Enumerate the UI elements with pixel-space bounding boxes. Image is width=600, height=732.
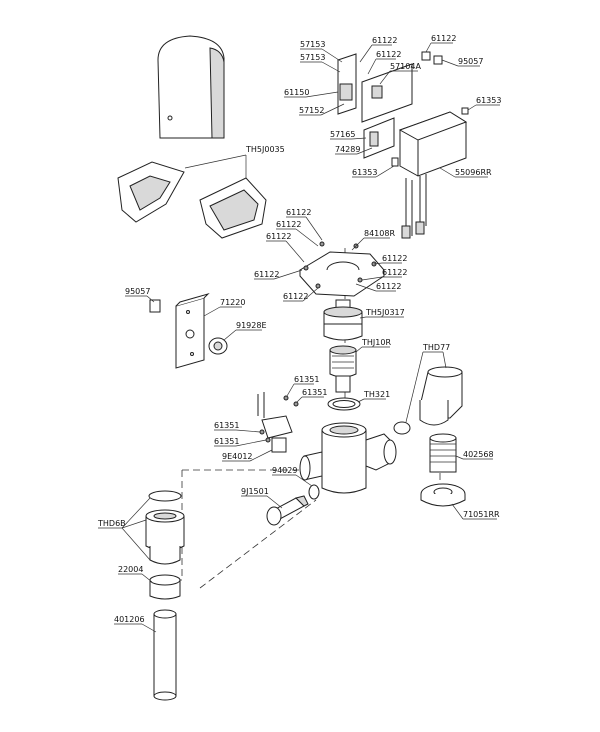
part-label: 61351	[302, 388, 327, 397]
cover-top	[157, 35, 225, 139]
part-label: 9E4012	[222, 452, 253, 461]
filter-9J1501: 9J1501	[241, 487, 309, 526]
part-label: 61122	[372, 36, 397, 45]
part-label: 91928E	[236, 321, 267, 330]
part-label: 61122	[283, 292, 308, 301]
labels-plate: 61122 61122 61122 84108R 61122 61122 611…	[254, 208, 407, 302]
part-label: 61122	[382, 254, 407, 263]
part-label: 61351	[214, 437, 239, 446]
labels-top-right: 57153 57153 61122 61122 61122 57104A 950…	[284, 34, 501, 178]
part-label: 61122	[266, 232, 291, 241]
labels-THD77: THD77	[405, 343, 450, 423]
part-label: 84108R	[364, 229, 395, 238]
part-label: 57104A	[390, 62, 421, 71]
part-label: 71220	[220, 298, 245, 307]
part-label: TH5J0035	[245, 145, 285, 154]
operator-THJ10R	[329, 345, 357, 393]
label-TH5J0035: TH5J0035	[184, 145, 285, 178]
part-label: TH321	[363, 390, 390, 399]
sensor-assembly	[257, 392, 299, 453]
part-label: 57153	[300, 40, 325, 49]
part-label: 401206	[114, 615, 145, 624]
mounting-plate	[299, 241, 385, 297]
part-label: 55096RR	[455, 168, 492, 177]
part-label: THD6B	[97, 519, 126, 528]
part-label: 22004	[118, 565, 143, 574]
labels-sensor: 61351 61351 61351 61351 9E4012	[214, 375, 327, 462]
tube-401206: 401206	[114, 609, 177, 701]
oring-94029: 94029	[272, 466, 320, 500]
part-label: 61353	[476, 96, 501, 105]
part-label: 9J1501	[241, 487, 269, 496]
labels-wall-plate: 95057 71220 91928E	[125, 287, 267, 341]
part-label: 61122	[254, 270, 279, 279]
cover-bottom	[117, 161, 267, 239]
flange-71051RR: 71051RR	[420, 483, 500, 520]
solenoid-TH5J0317	[323, 299, 363, 341]
labels-solenoid: TH5J0317 THJ10R	[355, 308, 405, 353]
part-label: 61122	[376, 50, 401, 59]
small-clips-top	[391, 51, 469, 167]
part-label: 94029	[272, 466, 297, 475]
part-label: TH5J0317	[365, 308, 405, 317]
part-label: 61122	[276, 220, 301, 229]
nut-22004: 22004	[118, 565, 181, 600]
part-label: 71051RR	[463, 510, 500, 519]
part-label: THJ10R	[361, 338, 391, 347]
control-module	[398, 111, 468, 239]
part-label: 95057	[458, 57, 483, 66]
part-label: 61353	[352, 168, 377, 177]
part-label: THD77	[422, 343, 450, 352]
vacuum-breaker-THD6B: THD6B	[97, 490, 185, 565]
part-label: 61122	[431, 34, 456, 43]
nipple-402568: 402568	[429, 433, 494, 473]
part-label: 61351	[294, 375, 319, 384]
part-label: 74289	[335, 145, 360, 154]
part-label: 95057	[125, 287, 150, 296]
part-label: 61351	[214, 421, 239, 430]
part-label: 57152	[299, 106, 324, 115]
coupling-THD77	[393, 366, 463, 435]
part-label: 57153	[300, 53, 325, 62]
part-label: 57165	[330, 130, 355, 139]
part-label: 61150	[284, 88, 309, 97]
gasket-TH321: TH321	[327, 390, 390, 411]
part-label: 61122	[286, 208, 311, 217]
part-label: 61122	[376, 282, 401, 291]
valve-body	[299, 422, 397, 494]
wall-plate	[149, 292, 228, 369]
part-label: 61122	[382, 268, 407, 277]
sensor-bracket	[337, 53, 413, 159]
part-label: 402568	[463, 450, 494, 459]
